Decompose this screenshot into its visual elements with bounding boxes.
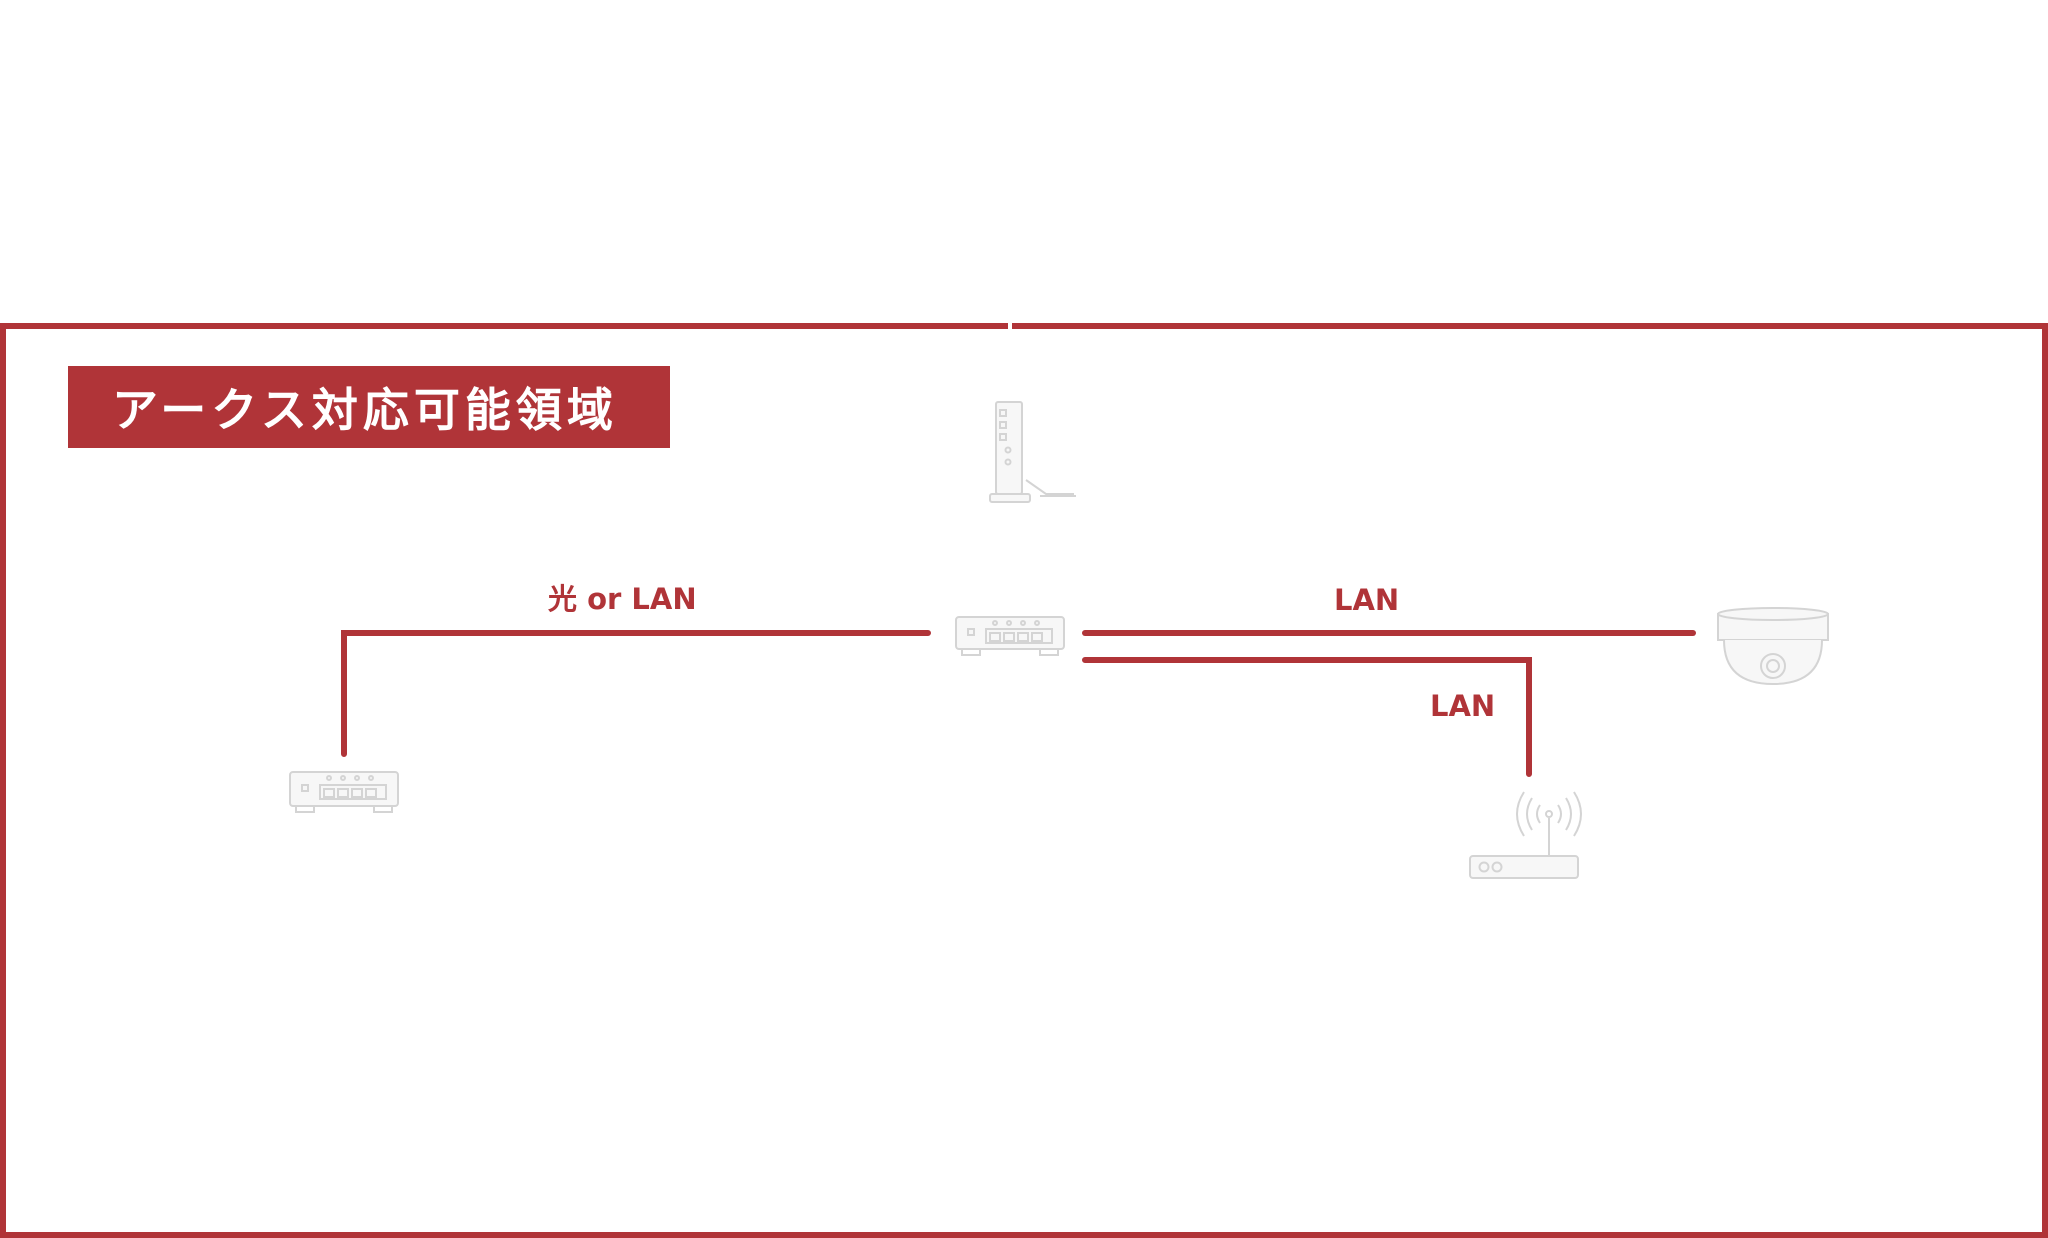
network-switch-icon bbox=[955, 616, 1065, 656]
network-switch-icon bbox=[289, 771, 399, 813]
uplink-cable bbox=[341, 630, 931, 757]
region-title-background bbox=[68, 366, 670, 448]
camera-connection-label: LAN bbox=[1334, 583, 1400, 617]
onu-modem-icon bbox=[989, 401, 1076, 503]
dome-camera-icon bbox=[1717, 607, 1829, 686]
access-point-cable bbox=[1082, 657, 1532, 777]
access-point-connection-label: LAN bbox=[1430, 689, 1496, 723]
wireless-access-point-icon bbox=[1469, 791, 1582, 879]
connection-lines bbox=[341, 630, 1696, 777]
uplink-connection-label: 光 or LAN bbox=[548, 582, 697, 616]
region-title: アークス対応可能領域 bbox=[112, 383, 618, 437]
region-border bbox=[0, 323, 2048, 1238]
region-title-banner: アークス対応可能領域 bbox=[68, 366, 670, 448]
